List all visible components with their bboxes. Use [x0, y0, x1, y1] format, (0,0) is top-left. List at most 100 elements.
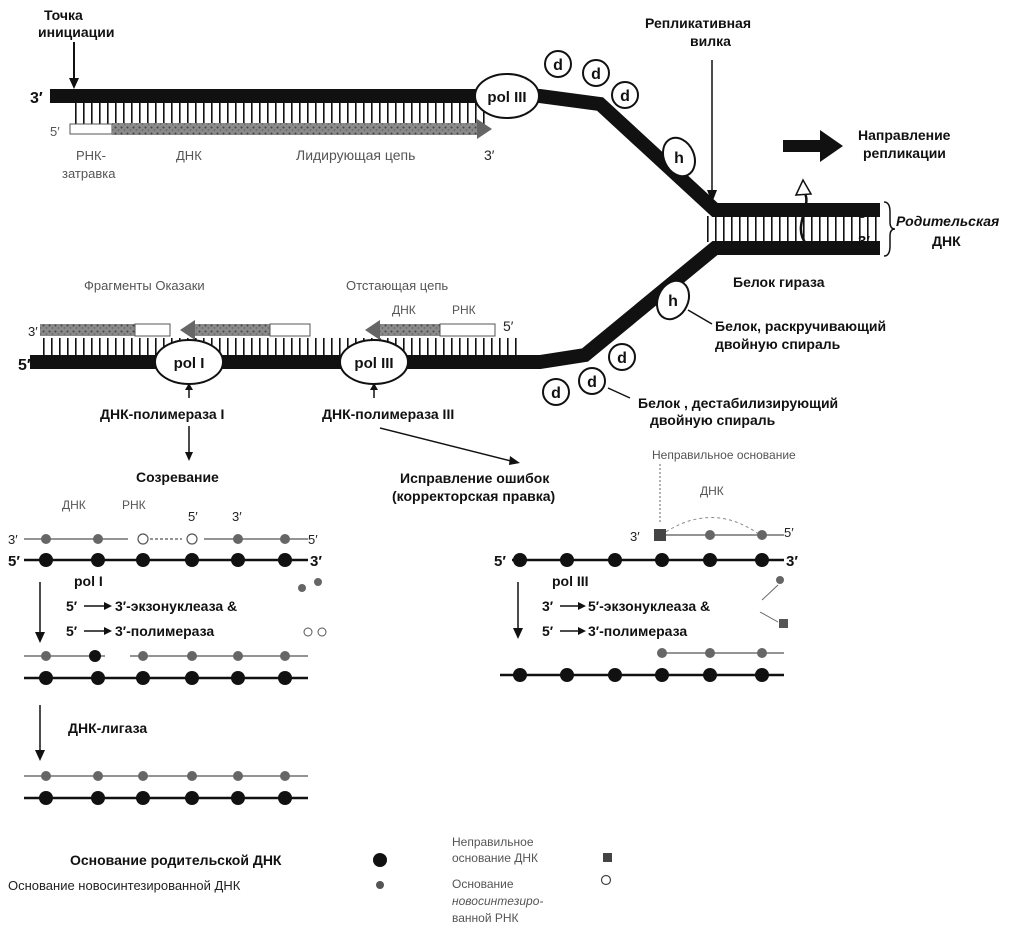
- init-label-1: Точка: [44, 7, 83, 23]
- exo35-label: 5′-экзонуклеаза &: [588, 598, 710, 614]
- legend-wrong-1: Неправильное: [452, 835, 534, 849]
- svg-text:5′: 5′: [494, 553, 506, 570]
- leading-strand-label: Лидирующая цепь: [296, 147, 415, 163]
- legend: Основание родительской ДНК Основание нов…: [8, 835, 612, 925]
- svg-text:3′: 3′: [232, 509, 242, 524]
- direction-arrow: [783, 130, 843, 162]
- legend-rna-3: ванной РНК: [452, 911, 519, 925]
- pol3-lagging-label: pol III: [354, 355, 393, 372]
- poly-label-left: 3′-полимераза: [115, 623, 214, 639]
- end-5-parent: 5′: [858, 205, 870, 222]
- leading-dna-label: ДНК: [176, 148, 202, 163]
- lagging-rungs: [40, 338, 520, 356]
- svg-text:3′: 3′: [786, 553, 798, 570]
- legend-new: Основание новосинтезированной ДНК: [8, 878, 241, 893]
- svg-text:5′: 5′: [188, 509, 198, 524]
- helicase-top: [661, 136, 697, 178]
- direction-label-2: репликации: [863, 145, 946, 161]
- okazaki-primer-2: [269, 323, 311, 337]
- legend-wrong-2: основание ДНК: [452, 851, 538, 865]
- primer-label-2: затравка: [62, 166, 116, 181]
- svg-text:5′: 5′: [66, 598, 78, 614]
- leading-rungs: [70, 103, 490, 125]
- lagging-strand-label: Отстающая цепь: [346, 278, 448, 293]
- okazaki-arrow-3: [365, 320, 380, 340]
- okazaki-fragment-2: [195, 324, 270, 336]
- svg-text:5′: 5′: [542, 623, 554, 639]
- legend-parent: Основание родительской ДНК: [70, 852, 282, 868]
- svg-text:5′: 5′: [66, 623, 78, 639]
- proof-label-2: (корректорская правка): [392, 488, 555, 504]
- helicase-top-label: h: [674, 150, 684, 167]
- wrong-base-label: Неправильное основание: [652, 448, 796, 462]
- leading-new-dna: [112, 123, 477, 135]
- left-dna-label: ДНК: [62, 498, 86, 512]
- fork-label-2: вилка: [690, 33, 731, 49]
- helicase-bottom: [655, 279, 691, 321]
- poly-label-right: 3′-полимераза: [588, 623, 687, 639]
- ssb-proteins-bottom: d d d: [542, 343, 636, 406]
- helicase-label-2: двойную спираль: [715, 336, 841, 352]
- enzymes: pol III pol I pol III d d d h h d d d: [154, 50, 713, 406]
- maturation-panel: ДНК РНК 5′ 3′ 3′ 5′ 5′ 3′ pol I 5′ 3′-эк…: [8, 498, 327, 805]
- svg-text:pol I: pol I: [74, 573, 103, 589]
- proof-label-1: Исправление ошибок: [400, 470, 550, 486]
- fork-label-1: Репликативная: [645, 15, 751, 31]
- helicase-label-1: Белок, раскручивающий: [715, 318, 886, 334]
- lagging-rna-label: РНК: [452, 303, 476, 317]
- okazaki-fragment-3: [380, 324, 440, 336]
- right-dna-label: ДНК: [700, 484, 724, 498]
- legend-rna-1: Основание: [452, 877, 514, 891]
- okazaki-arrow-2: [180, 320, 195, 340]
- wrong-base-square: [654, 529, 666, 541]
- rna-primer-leading: [69, 123, 113, 135]
- end-3-top: 3′: [30, 90, 43, 107]
- legend-rna-2: новосинтезиро-: [452, 894, 543, 908]
- svg-text:5′: 5′: [8, 553, 20, 570]
- svg-text:5′: 5′: [784, 525, 794, 540]
- parent-label-1: Родительская: [896, 213, 999, 229]
- okazaki-fragment-1: [40, 324, 135, 336]
- pol1-name: ДНК-полимераза I: [100, 406, 224, 422]
- okazaki-primer-1: [134, 323, 171, 337]
- leading-arrowhead: [477, 119, 492, 139]
- svg-text:3′: 3′: [310, 553, 322, 570]
- parental-rungs: [705, 216, 880, 242]
- upper-parental-strand: [50, 89, 880, 217]
- left-rna-label: РНК: [122, 498, 146, 512]
- svg-text:3′: 3′: [542, 598, 554, 614]
- proofreading-panel: ДНК 3′ 5′ 5′ 3′ pol III 3′ 5′-экзонуклеа…: [494, 484, 798, 682]
- direction-label-1: Направление: [858, 127, 951, 143]
- end-3-lagging: 3′: [28, 324, 38, 339]
- svg-text:3′: 3′: [630, 529, 640, 544]
- ligase-label: ДНК-лигаза: [68, 720, 147, 736]
- parent-brace: [883, 201, 896, 257]
- end-5-lagging-rna: 5′: [503, 318, 514, 334]
- svg-text:d: d: [591, 66, 601, 83]
- svg-text:5′: 5′: [308, 532, 318, 547]
- svg-text:pol III: pol III: [552, 573, 589, 589]
- okazaki-primer-3: [439, 323, 496, 337]
- svg-text:d: d: [551, 385, 561, 402]
- svg-text:3′: 3′: [8, 532, 18, 547]
- lagging-dna-label: ДНК: [392, 303, 416, 317]
- ssb-label-1: Белок , дестабилизирующий: [638, 395, 838, 411]
- init-label-2: инициации: [38, 24, 115, 40]
- pol1-label: pol I: [174, 355, 205, 372]
- primer-label-1: РНК-: [76, 148, 106, 163]
- ssb-label-2: двойную спираль: [650, 412, 776, 428]
- maturation-label: Созревание: [136, 469, 219, 485]
- pol3-leading: [474, 73, 540, 119]
- helicase-bottom-label: h: [668, 293, 678, 310]
- svg-text:d: d: [617, 350, 627, 367]
- end-3-parent: 3′: [858, 233, 870, 250]
- pol3-leading-label: pol III: [487, 89, 526, 106]
- exo53-label: 3′-экзонуклеаза &: [115, 598, 237, 614]
- parent-label-2: ДНК: [932, 233, 961, 249]
- ssb-proteins-top: d d d: [544, 50, 639, 109]
- pol3-name: ДНК-полимераза III: [322, 406, 454, 422]
- svg-text:d: d: [620, 88, 630, 105]
- gyrase-label: Белок гираза: [733, 274, 825, 290]
